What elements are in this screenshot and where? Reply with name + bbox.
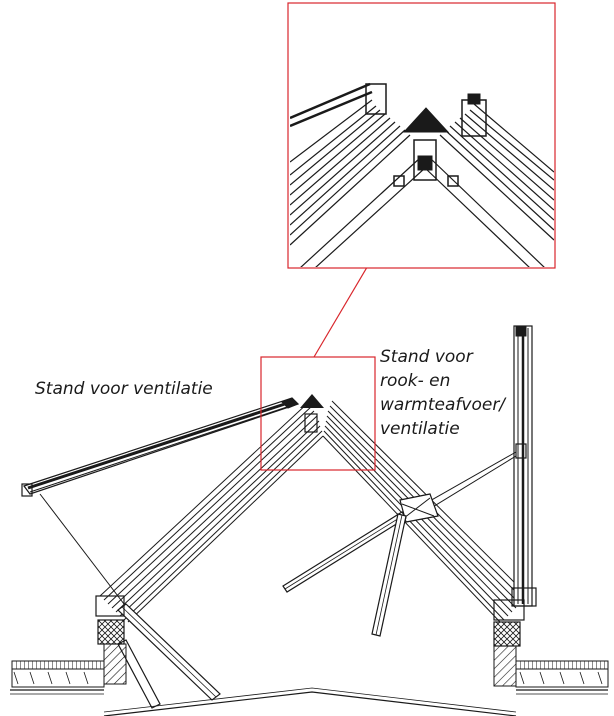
smoke-label-line-2: rook- en xyxy=(380,371,451,391)
actuator-assembly xyxy=(282,493,439,637)
right-window-flap xyxy=(413,325,537,607)
left-roof-deck xyxy=(10,660,105,695)
smoke-label-line-3: warmteafvoer/ xyxy=(380,395,506,415)
left-upstand xyxy=(95,595,127,685)
smoke-label-line-1: Stand voor xyxy=(380,347,473,367)
ventilation-label: Stand voor ventilatie xyxy=(35,379,213,399)
left-roof-slope xyxy=(99,400,324,623)
left-window-flap xyxy=(21,397,300,605)
right-upstand xyxy=(493,599,525,687)
zoomed-detail xyxy=(287,2,556,269)
ceiling-line xyxy=(103,687,517,716)
ridge-cap xyxy=(300,394,324,433)
right-roof-deck xyxy=(515,660,609,695)
left-actuator xyxy=(117,603,221,709)
smoke-label-line-4: ventilatie xyxy=(380,419,460,439)
